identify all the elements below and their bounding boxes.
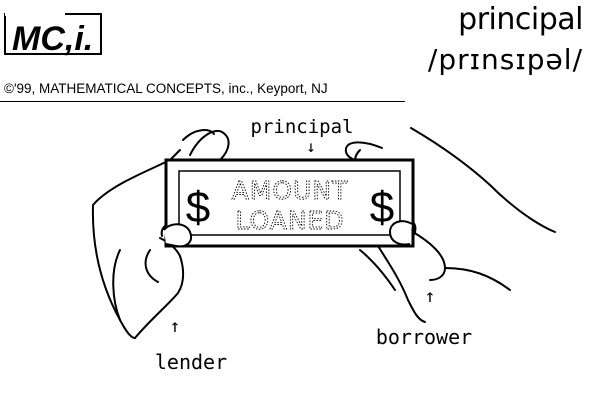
label-lender: lender	[155, 350, 227, 374]
logo-text: MC,i.	[12, 20, 93, 58]
label-borrower: borrower	[376, 325, 472, 349]
money-bill	[164, 158, 415, 248]
arrow-up-lender: ↑	[170, 316, 181, 337]
label-principal: principal	[251, 116, 354, 138]
dollar-sign-right: $	[370, 183, 394, 232]
bill-line-amount: AMOUNT	[232, 176, 349, 205]
header-divider	[0, 101, 405, 102]
vocabulary-word: principal	[458, 2, 583, 37]
copyright-notice: ©'99, MATHEMATICAL CONCEPTS, inc., Keypo…	[4, 81, 328, 96]
arrow-down-principal: ↓	[306, 137, 316, 156]
dollar-sign-left: $	[186, 183, 210, 232]
arrow-up-borrower: ↑	[425, 286, 436, 307]
bill-line-loaned: LOANED	[235, 206, 344, 235]
right-hand	[410, 127, 556, 233]
mci-logo: MC,i.	[4, 10, 102, 58]
pronunciation: /prɪnsɪpəl/	[427, 43, 583, 76]
